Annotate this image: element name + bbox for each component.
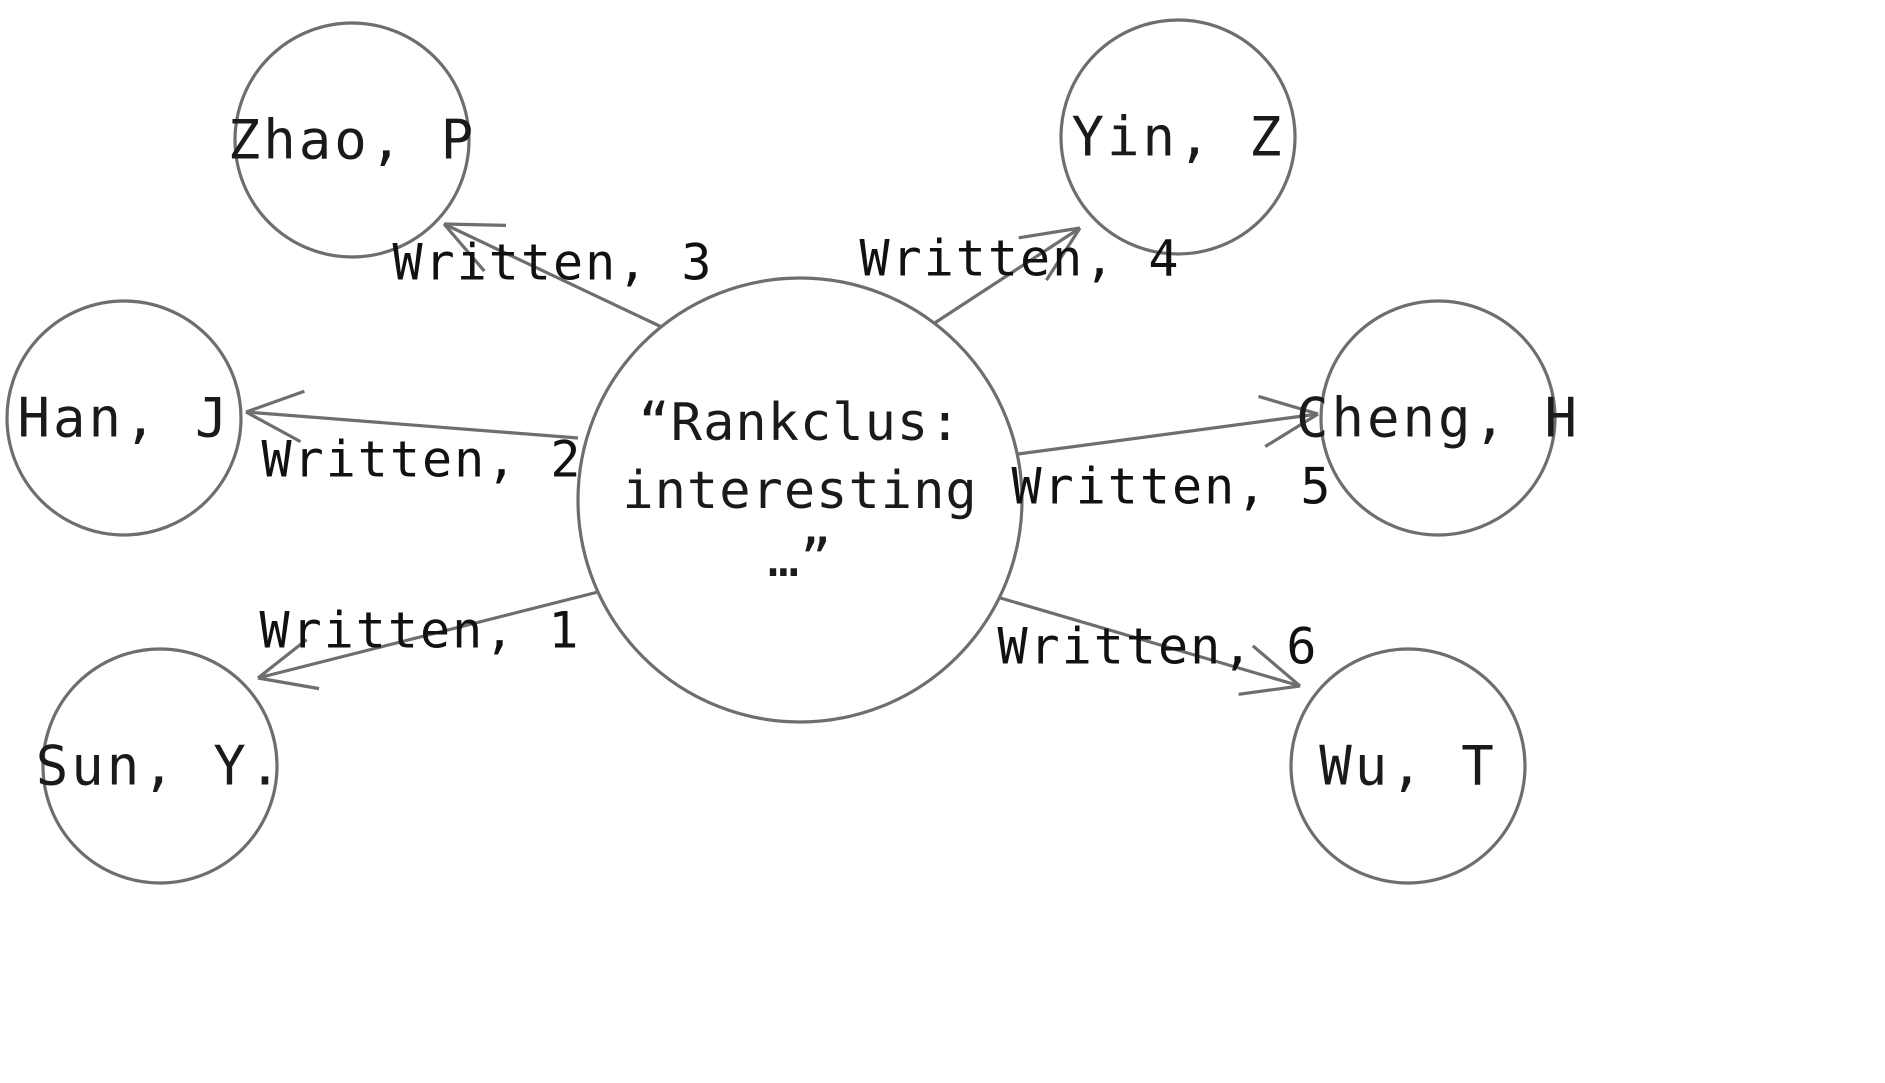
edge-arrowhead-3-0 [443, 222, 507, 227]
edge-arrowhead-6-0 [1238, 684, 1301, 696]
node-label-yin-z: Yin, Z [1071, 106, 1284, 169]
edge-arrowhead-5-0 [1264, 412, 1319, 448]
node-label-cheng-h: Cheng, H [1296, 387, 1580, 450]
node-circle-wu-t[interactable] [1289, 647, 1527, 885]
node-yin-z[interactable]: Yin, Z [1059, 18, 1297, 256]
edge-label-6: Written, 6 [997, 618, 1318, 676]
node-circle-han-j[interactable] [5, 299, 243, 537]
edge-arrowhead-5-1 [1258, 394, 1319, 416]
edge-4 [929, 226, 1082, 328]
node-label-sun-y: Sun, Y. [36, 735, 285, 798]
center-node-line-2: interesting [622, 461, 977, 521]
node-label-wu-t: Wu, T [1319, 735, 1497, 798]
edge-arrowhead-1-0 [257, 638, 308, 680]
node-label-han-j: Han, J [17, 387, 230, 450]
edge-labels-layer: Written, 1 Written, 2 Written, 3 Written, 4… [259, 230, 1332, 676]
edge-line-3 [443, 222, 669, 332]
node-circle-sun-y[interactable] [41, 647, 279, 885]
edge-arrowhead-2-1 [245, 410, 302, 444]
node-circle-zhao-p[interactable] [233, 21, 471, 259]
edge-label-3: Written, 3 [392, 234, 713, 292]
node-wu-t[interactable]: Wu, T [1289, 647, 1527, 885]
edges-layer [245, 222, 1319, 696]
nodes-layer: Zhao, P Yin, Z Han, J Cheng, H Sun, Y. Wu, T “… [5, 18, 1580, 885]
edge-3 [442, 222, 669, 332]
edge-label-4: Written, 4 [859, 230, 1180, 288]
edge-label-2: Written, 2 [261, 431, 582, 489]
node-sun-y[interactable]: Sun, Y. [36, 647, 285, 885]
edge-arrowhead-4-0 [1045, 227, 1082, 281]
edge-label-5: Written, 5 [1011, 458, 1332, 516]
node-circle-center-paper[interactable] [576, 276, 1024, 724]
center-node-line-1: “Rankclus: [638, 393, 961, 453]
edge-line-5 [1017, 412, 1319, 456]
edge-label-1: Written, 1 [259, 602, 580, 660]
edge-line-1 [257, 590, 599, 680]
node-label-zhao-p: Zhao, P [228, 109, 477, 172]
edge-arrowhead-6-1 [1251, 644, 1302, 688]
edge-arrowhead-4-1 [1018, 226, 1081, 240]
edge-arrowhead-3-1 [442, 222, 486, 273]
edge-line-4 [929, 226, 1081, 328]
edge-line-2 [245, 410, 579, 440]
center-node-line-3: …” [768, 529, 833, 589]
node-han-j[interactable]: Han, J [5, 299, 243, 537]
node-circle-yin-z[interactable] [1059, 18, 1297, 256]
node-paper-rankclus[interactable]: “Rankclus: interesting …” [576, 276, 1024, 724]
edge-arrowhead-2-0 [245, 389, 305, 414]
edge-2 [245, 389, 579, 444]
node-circle-cheng-h[interactable] [1319, 299, 1557, 537]
node-zhao-p[interactable]: Zhao, P [228, 21, 477, 259]
edge-6 [979, 590, 1302, 696]
node-cheng-h[interactable]: Cheng, H [1296, 299, 1580, 537]
edge-arrowhead-1-1 [257, 676, 320, 691]
edge-5 [1017, 394, 1319, 456]
edge-1 [257, 590, 599, 691]
edge-line-6 [979, 590, 1301, 688]
